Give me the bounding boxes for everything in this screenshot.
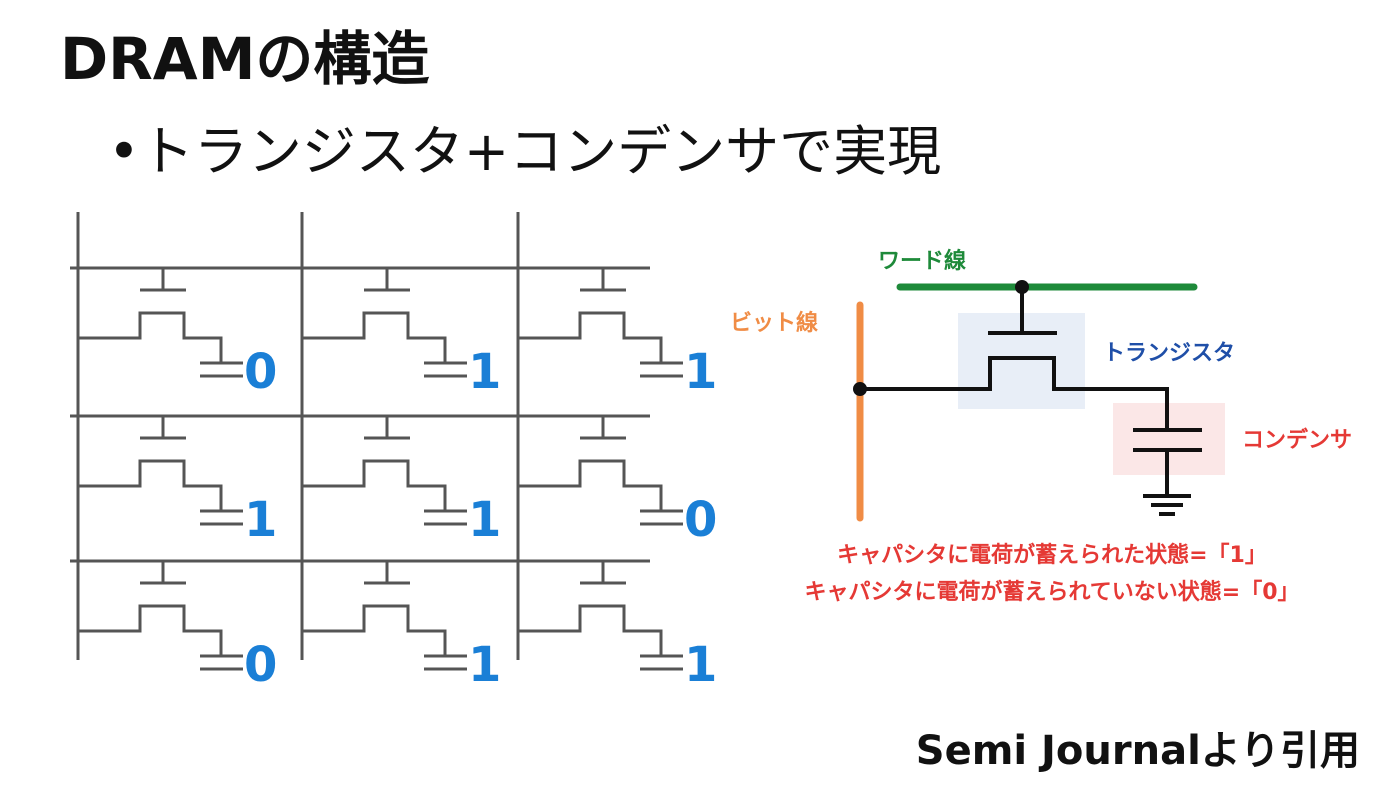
bit-line-junction (853, 382, 867, 396)
memory-cell: 0 (78, 561, 277, 693)
cell-circuit (518, 416, 683, 526)
source-credit: Semi Journalより引用 (915, 728, 1360, 774)
memory-cell: 1 (518, 268, 717, 400)
cell-wiring (860, 287, 1202, 516)
cell-bit-value: 1 (684, 344, 717, 400)
cell-circuit (518, 561, 683, 671)
cell-circuit (302, 268, 467, 378)
memory-cell: 1 (302, 416, 501, 548)
transistor-label: トランジスタ (1103, 341, 1235, 366)
note-charged: キャパシタに電荷が蓄えられた状態=「1」 (837, 542, 1267, 568)
memory-cell: 0 (518, 416, 717, 548)
cell-circuit (78, 416, 243, 526)
memory-cell: 1 (78, 416, 277, 548)
cell-bit-value: 1 (468, 344, 501, 400)
cell-bit-value: 1 (244, 492, 277, 548)
cell-circuit (78, 268, 243, 378)
memory-cell: 1 (302, 268, 501, 400)
cell-circuit (518, 268, 683, 378)
cell-bit-value: 1 (468, 637, 501, 693)
cell-circuit (78, 561, 243, 671)
cell-bit-value: 0 (684, 492, 717, 548)
cell-bit-value: 1 (684, 637, 717, 693)
page-subtitle: •トランジスタ+コンデンサで実現 (108, 120, 942, 183)
page-title: DRAMの構造 (60, 25, 430, 93)
memory-cell: 1 (302, 561, 501, 693)
note-uncharged: キャパシタに電荷が蓄えられていない状態=「0」 (804, 579, 1299, 605)
cell-bit-value: 1 (468, 492, 501, 548)
array-cells: 0 1 1 1 1 0 0 1 1 (78, 268, 717, 693)
array-grid (70, 212, 650, 660)
cell-circuit (302, 561, 467, 671)
cell-schematic: ワード線 ビット線 トランジスタ コンデンサ キャパシタに電荷が蓄えられた状態=… (730, 248, 1352, 605)
cell-circuit (302, 416, 467, 526)
cell-bit-value: 0 (244, 344, 277, 400)
word-line-junction (1015, 280, 1029, 294)
word-line-label: ワード線 (878, 248, 966, 274)
memory-cell: 0 (78, 268, 277, 400)
capacitor-label: コンデンサ (1242, 427, 1352, 453)
cell-bit-value: 0 (244, 637, 277, 693)
bit-line-label: ビット線 (730, 310, 818, 336)
memory-cell: 1 (518, 561, 717, 693)
